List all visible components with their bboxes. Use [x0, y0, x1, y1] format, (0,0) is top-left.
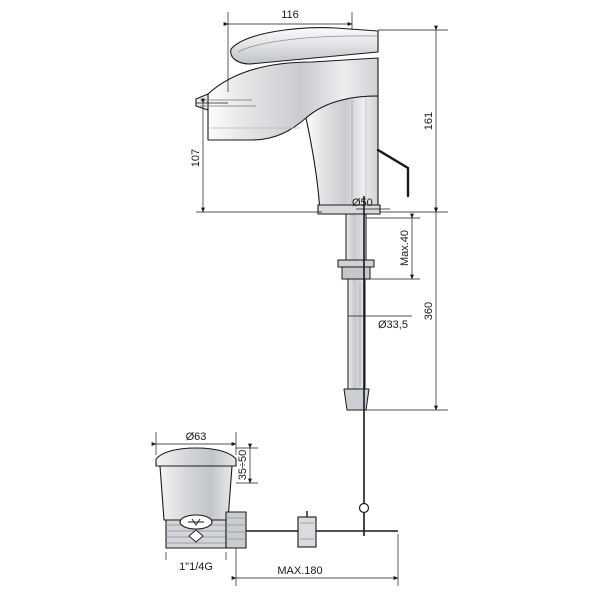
pull-rod-group — [246, 511, 398, 548]
lift-rod-group — [358, 196, 370, 536]
dim-label-161: 161 — [423, 112, 435, 130]
waste-lock-nut-hatch — [226, 517, 246, 540]
mounting-nut — [341, 266, 371, 280]
faucet-body-group — [195, 27, 410, 215]
spout-nose — [195, 93, 209, 111]
waste-flange — [155, 447, 237, 467]
lever-handle — [230, 27, 379, 65]
threaded-shank-group — [337, 213, 375, 411]
shank-upper — [345, 213, 367, 261]
popup-lever — [376, 148, 410, 198]
waste-lock-nut — [225, 511, 247, 549]
mounting-washer — [337, 259, 375, 268]
waste-logo-mark — [188, 518, 204, 526]
faucet-column — [305, 95, 379, 213]
lever-handle-crease — [237, 35, 378, 53]
waste-logo-diamond — [188, 529, 204, 543]
dim-label-116: 116 — [281, 9, 299, 21]
dim-label-d50: Ø50 — [352, 197, 373, 209]
shank-lower — [347, 278, 366, 390]
popup-waste-group — [155, 447, 247, 549]
dim-label-thread: 1"1/4G — [179, 561, 213, 573]
lift-rod-pivot — [358, 502, 370, 514]
dim-label-max180: MAX.180 — [277, 565, 322, 577]
waste-body — [159, 465, 233, 521]
dim-label-3550: 35÷50 — [237, 450, 249, 481]
flex-hose-end — [343, 388, 370, 411]
dimension-labels: 116 161 107 Ø50 Max.40 Ø33,5 360 Ø63 35÷… — [179, 9, 435, 577]
dim-label-360: 360 — [423, 302, 435, 320]
clevis-strap — [297, 516, 317, 548]
dimension-lines — [151, 12, 448, 586]
dim-label-d63: Ø63 — [186, 431, 207, 443]
dim-label-107: 107 — [190, 149, 202, 167]
dim-label-max40: Max.40 — [399, 230, 411, 266]
dim-label-d335: Ø33,5 — [378, 319, 408, 331]
